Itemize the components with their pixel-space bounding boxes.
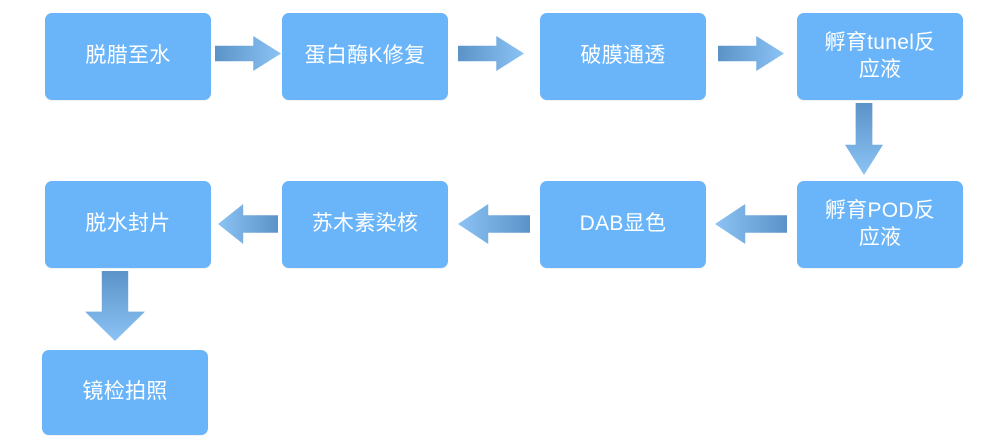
- flow-node-脱腊至水[interactable]: 脱腊至水: [45, 13, 211, 100]
- flow-node-镜检拍照[interactable]: 镜检拍照: [42, 350, 208, 435]
- arrow-left-icon: [218, 204, 278, 244]
- arrow-right-icon: [458, 36, 524, 71]
- flow-node-label: 孵育tunel反 应液: [824, 30, 936, 81]
- flow-node-label: 破膜通透: [580, 44, 666, 68]
- flow-node-蛋白酶K修复[interactable]: 蛋白酶K修复: [282, 13, 448, 100]
- arrow-down-icon: [845, 103, 883, 175]
- flow-node-苏木素染核[interactable]: 苏木素染核: [282, 181, 448, 268]
- flow-node-label: 脱水封片: [85, 212, 171, 236]
- flow-node-label: DAB显色: [579, 212, 667, 236]
- flow-node-label: 脱腊至水: [85, 44, 171, 68]
- arrow-down-icon: [85, 271, 145, 341]
- flow-node-label: 镜检拍照: [82, 380, 168, 404]
- flow-node-label: 苏木素染核: [311, 212, 419, 236]
- flow-node-DAB显色[interactable]: DAB显色: [540, 181, 706, 268]
- arrow-right-icon: [718, 36, 784, 71]
- arrow-left-icon: [458, 204, 530, 244]
- flow-node-破膜通透[interactable]: 破膜通透: [540, 13, 706, 100]
- flow-node-孵育tunel反应液[interactable]: 孵育tunel反 应液: [797, 13, 963, 100]
- flow-node-label: 蛋白酶K修复: [304, 44, 426, 68]
- flow-node-label: 孵育POD反 应液: [824, 198, 936, 249]
- arrow-right-icon: [215, 36, 281, 71]
- arrow-left-icon: [715, 204, 787, 244]
- flow-node-脱水封片[interactable]: 脱水封片: [45, 181, 211, 268]
- flow-node-孵育POD反应液[interactable]: 孵育POD反 应液: [797, 181, 963, 268]
